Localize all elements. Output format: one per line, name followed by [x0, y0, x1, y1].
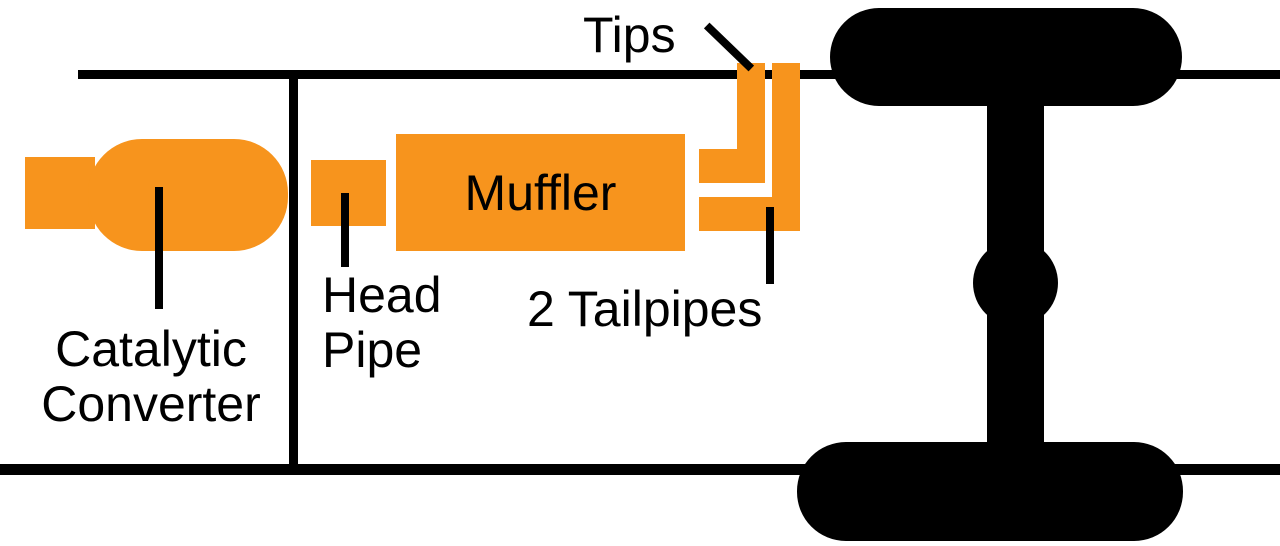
catalytic-converter-label-line1: Catalytic	[55, 321, 247, 377]
muffler-label: Muffler	[464, 164, 617, 221]
catalytic-converter-shape	[88, 139, 288, 251]
tailpipe-upper-riser-tip	[737, 63, 765, 183]
tips-pointer-line	[703, 22, 755, 72]
catalytic-converter-label-line2: Converter	[41, 376, 261, 432]
catalytic-converter-pointer-line	[155, 187, 163, 309]
frame-rail-bottom	[0, 464, 1280, 475]
head-pipe-label-line2: Pipe	[322, 322, 423, 378]
tailpipes-label: 2 Tailpipes	[527, 281, 763, 337]
frame-crossmember	[289, 70, 298, 475]
inlet-pipe-shape	[25, 157, 95, 229]
catalytic-converter-label: Catalytic Converter	[20, 322, 282, 432]
tips-label: Tips	[583, 7, 676, 63]
head-pipe-label-line1: Head	[322, 267, 442, 323]
head-pipe-label: Head Pipe	[322, 268, 442, 378]
frame-rail-top	[78, 70, 1280, 79]
tailpipe-lower-riser-tip	[772, 63, 800, 231]
differential-housing	[973, 240, 1058, 326]
tailpipes-pointer-line	[766, 207, 774, 284]
head-pipe-pointer-line	[341, 193, 349, 267]
muffler-shape: Muffler	[396, 134, 685, 251]
